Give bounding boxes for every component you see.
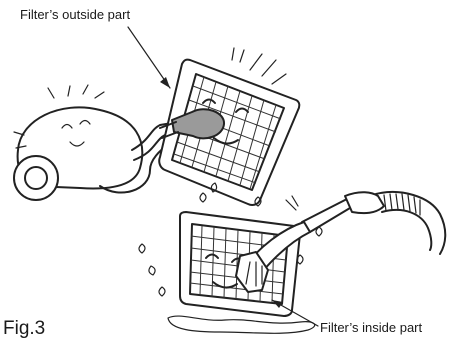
inside-part-label: Filter’s inside part: [320, 320, 422, 335]
vacuum-cleaner: [14, 85, 180, 200]
figure-caption: Fig.3: [3, 318, 45, 340]
outside-label-leader: [128, 27, 170, 88]
filter-top: [159, 48, 299, 205]
outside-part-label: Filter’s outside part: [20, 7, 130, 22]
